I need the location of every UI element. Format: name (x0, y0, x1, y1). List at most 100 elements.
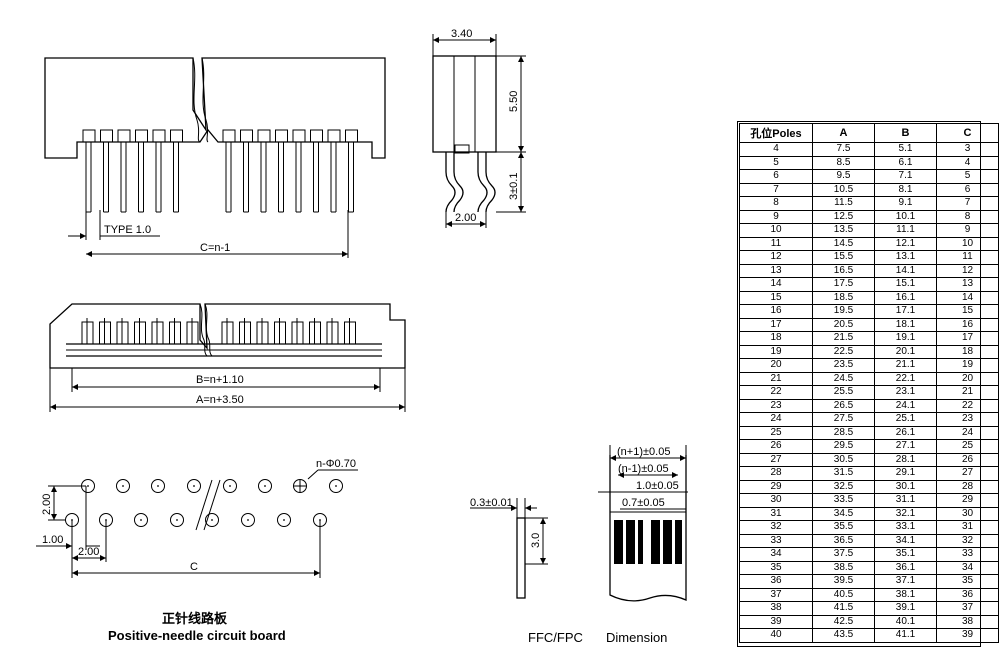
cell-c: 24 (936, 425, 999, 440)
cell-a: 34.5 (812, 506, 875, 521)
cell-poles: 8 (739, 196, 813, 211)
cell-poles: 11 (739, 236, 813, 251)
pitch-label: 2.00 (78, 546, 99, 558)
cell-poles: 24 (739, 412, 813, 427)
cell-b: 41.1 (874, 628, 937, 643)
cell-poles: 27 (739, 452, 813, 467)
cell-poles: 37 (739, 587, 813, 602)
cell-b: 19.1 (874, 331, 937, 346)
front-view-pins (81, 318, 356, 345)
cell-b: 9.1 (874, 196, 937, 211)
row-spacing-label: 2.00 (41, 494, 53, 515)
pcb-hole (241, 513, 255, 527)
cell-c: 20 (936, 371, 999, 386)
ffc-length-label: 3.0 (530, 533, 542, 548)
cell-c: 30 (936, 506, 999, 521)
front-view: B=n+1.10 A=n+3.50 (49, 303, 406, 412)
pcb-c-label: C (190, 561, 198, 573)
cell-a: 7.5 (812, 142, 875, 157)
cell-b: 34.1 (874, 533, 937, 548)
ffc-width-n-plus-1: (n+1)±0.05 (617, 446, 670, 458)
cell-b: 23.1 (874, 385, 937, 400)
cell-a: 39.5 (812, 574, 875, 589)
cell-b: 33.1 (874, 520, 937, 535)
cell-poles: 28 (739, 466, 813, 481)
c-dimension-label: C=n-1 (200, 242, 230, 254)
side-width-label: 3.40 (451, 28, 472, 40)
cell-c: 22 (936, 398, 999, 413)
cell-b: 6.1 (874, 155, 937, 170)
cell-b: 11.1 (874, 223, 937, 238)
pcb-hole-center (211, 519, 213, 521)
pcb-hole-center (283, 519, 285, 521)
cell-c: 3 (936, 142, 999, 157)
offset-label: 1.00 (42, 534, 63, 546)
cell-b: 21.1 (874, 358, 937, 373)
pcb-title-en: Positive-needle circuit board (108, 628, 286, 643)
cell-b: 13.1 (874, 250, 937, 265)
pcb-hole-center (176, 519, 178, 521)
cell-poles: 16 (739, 304, 813, 319)
cell-c: 10 (936, 236, 999, 251)
hole-size-label: n-Φ0.70 (316, 458, 356, 470)
cell-c: 37 (936, 601, 999, 616)
cell-c: 17 (936, 331, 999, 346)
cell-c: 34 (936, 560, 999, 575)
cell-c: 8 (936, 209, 999, 224)
a-dimension-label: A=n+3.50 (196, 394, 244, 406)
cell-c: 12 (936, 263, 999, 278)
cell-b: 15.1 (874, 277, 937, 292)
ffc-dimension-view: (n+1)±0.05 (n-1)±0.05 1.0±0.05 0.7±0.05 … (528, 445, 688, 645)
cell-a: 18.5 (812, 290, 875, 305)
cell-c: 33 (936, 547, 999, 562)
cell-c: 25 (936, 439, 999, 454)
cell-c: 23 (936, 412, 999, 427)
cell-a: 14.5 (812, 236, 875, 251)
cell-poles: 6 (739, 169, 813, 184)
cell-b: 31.1 (874, 493, 937, 508)
cell-c: 36 (936, 587, 999, 602)
pcb-hole (151, 479, 165, 493)
cell-c: 5 (936, 169, 999, 184)
cell-poles: 21 (739, 371, 813, 386)
pcb-hole-center (264, 485, 266, 487)
pcb-hole (116, 479, 130, 493)
pcb-hole-center (229, 485, 231, 487)
pin-slot (327, 129, 341, 143)
cell-a: 38.5 (812, 560, 875, 575)
pcb-hole (293, 479, 307, 493)
cell-a: 35.5 (812, 520, 875, 535)
cell-a: 19.5 (812, 304, 875, 319)
cell-c: 4 (936, 155, 999, 170)
cell-poles: 35 (739, 560, 813, 575)
pcb-hole-center (247, 519, 249, 521)
ffc-pitch-label: 1.0±0.05 (636, 480, 679, 492)
cell-poles: 9 (739, 209, 813, 224)
cell-a: 8.5 (812, 155, 875, 170)
cell-b: 40.1 (874, 614, 937, 629)
cell-poles: 26 (739, 439, 813, 454)
cell-poles: 19 (739, 344, 813, 359)
pcb-hole (277, 513, 291, 527)
cell-a: 29.5 (812, 439, 875, 454)
cell-a: 36.5 (812, 533, 875, 548)
ffc-conductor-label: 0.7±0.05 (622, 497, 665, 509)
pcb-hole-center (87, 485, 89, 487)
cell-b: 30.1 (874, 479, 937, 494)
pin-slot (240, 129, 253, 143)
cell-poles: 12 (739, 250, 813, 265)
